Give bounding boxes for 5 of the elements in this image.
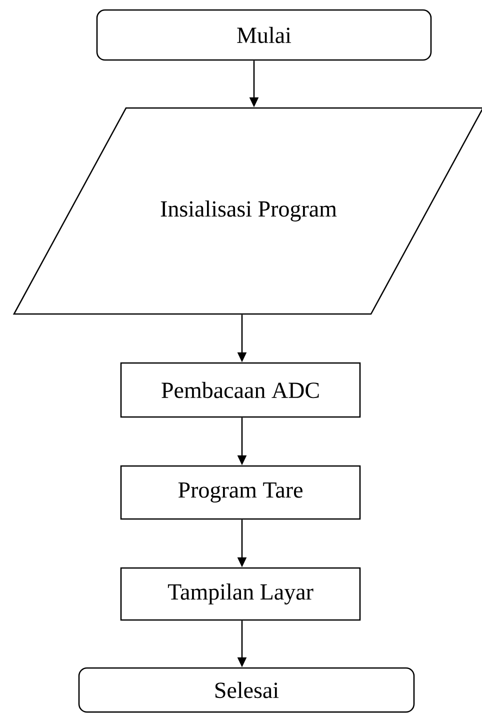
process-box: Tampilan Layar xyxy=(120,567,361,621)
terminal-box: Mulai xyxy=(96,9,432,61)
process-box: Pembacaan ADC xyxy=(120,362,361,418)
process-box: Program Tare xyxy=(120,465,361,520)
terminal-box: Selesai xyxy=(78,667,415,713)
